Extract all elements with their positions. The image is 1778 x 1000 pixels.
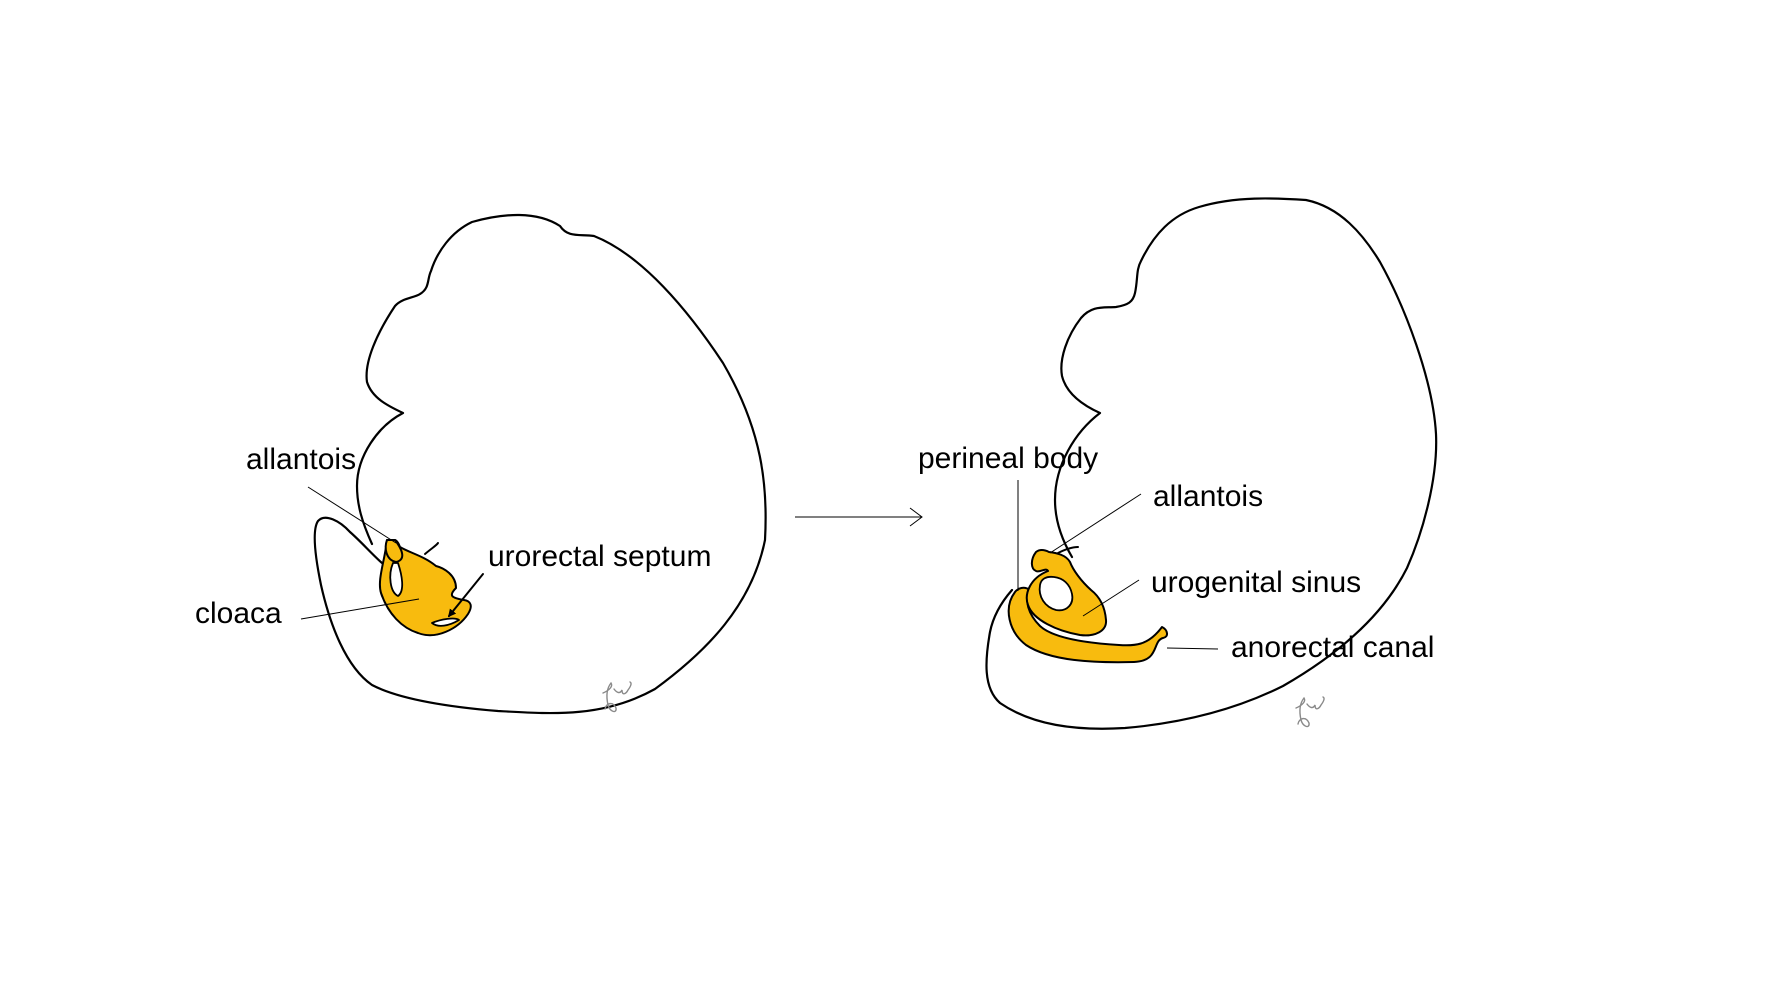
left-artist-signature — [602, 681, 632, 713]
left-embryo-body-outline — [313, 213, 767, 715]
right-embryo-body-outline — [985, 197, 1438, 730]
right-yolk-stalk — [1057, 546, 1079, 554]
left-hindgut-lumen — [389, 562, 404, 597]
right-artist-signature — [1295, 696, 1325, 728]
left-urorectal-septum-notch — [431, 617, 460, 627]
urorectal-septum-arrow — [447, 573, 484, 618]
anorectal-canal-leader — [1166, 647, 1219, 650]
label-urorectal-septum: urorectal septum — [488, 540, 711, 573]
transition-arrow — [795, 507, 923, 527]
transition-arrow-head — [909, 507, 923, 527]
label-anorectal-canal: anorectal canal — [1231, 631, 1434, 664]
label-urogenital-sinus: urogenital sinus — [1151, 566, 1361, 599]
right-urogenital-sinus-lumen — [1038, 575, 1074, 612]
left-yolk-stalk — [424, 542, 439, 555]
allantois-leader-left — [307, 486, 397, 544]
label-cloaca: cloaca — [195, 597, 282, 630]
left-allantois-duct — [384, 539, 404, 563]
cloaca-leader — [300, 598, 420, 620]
allantois-leader-right — [1049, 493, 1142, 554]
left-embryo: allantois urorectal septum cloaca — [195, 213, 767, 715]
urogenital-sinus-leader — [1082, 579, 1140, 617]
label-allantois-left: allantois — [246, 443, 356, 476]
right-embryo: perineal body allantois urogenital sinus… — [918, 197, 1438, 730]
label-allantois-right: allantois — [1153, 480, 1263, 513]
label-perineal-body: perineal body — [918, 442, 1098, 475]
